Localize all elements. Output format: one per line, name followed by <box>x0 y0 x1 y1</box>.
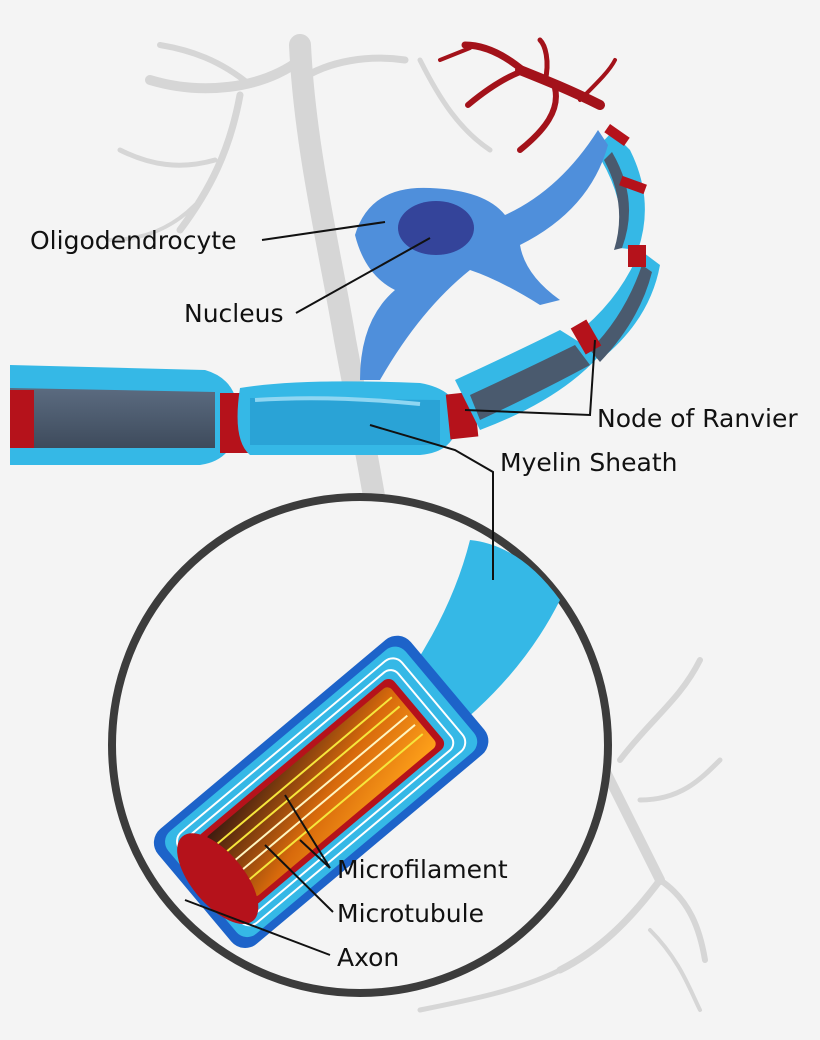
microfilament-leader-1 <box>284 794 331 869</box>
label-node-of-ranvier: Node of Ranvier <box>597 404 798 433</box>
myelin-sheath-leader <box>369 424 494 580</box>
label-microtubule: Microtubule <box>337 899 484 928</box>
oligodendrocyte-leader <box>261 221 386 241</box>
background-neuron-bottom <box>417 657 723 1013</box>
oligodendrocyte-cell <box>355 130 608 380</box>
node-of-ranvier-leader <box>464 339 596 417</box>
microtubule-leader <box>264 844 334 913</box>
inset-content <box>153 540 560 949</box>
right-myelin-segment <box>455 124 660 430</box>
label-axon: Axon <box>337 943 399 972</box>
label-myelin-sheath: Myelin Sheath <box>500 448 678 477</box>
central-myelin-segment <box>237 381 459 455</box>
label-nucleus: Nucleus <box>184 299 284 328</box>
label-oligodendrocyte: Oligodendrocyte <box>30 226 236 255</box>
label-microfilament: Microfilament <box>337 855 508 884</box>
axon-terminal <box>438 37 617 153</box>
axon-leader <box>184 899 331 956</box>
left-myelin-segment <box>10 365 258 465</box>
nucleus-leader <box>295 237 431 314</box>
microfilament-leader-2 <box>299 839 331 869</box>
background-neuron-top <box>108 34 493 531</box>
nucleus <box>398 201 474 255</box>
